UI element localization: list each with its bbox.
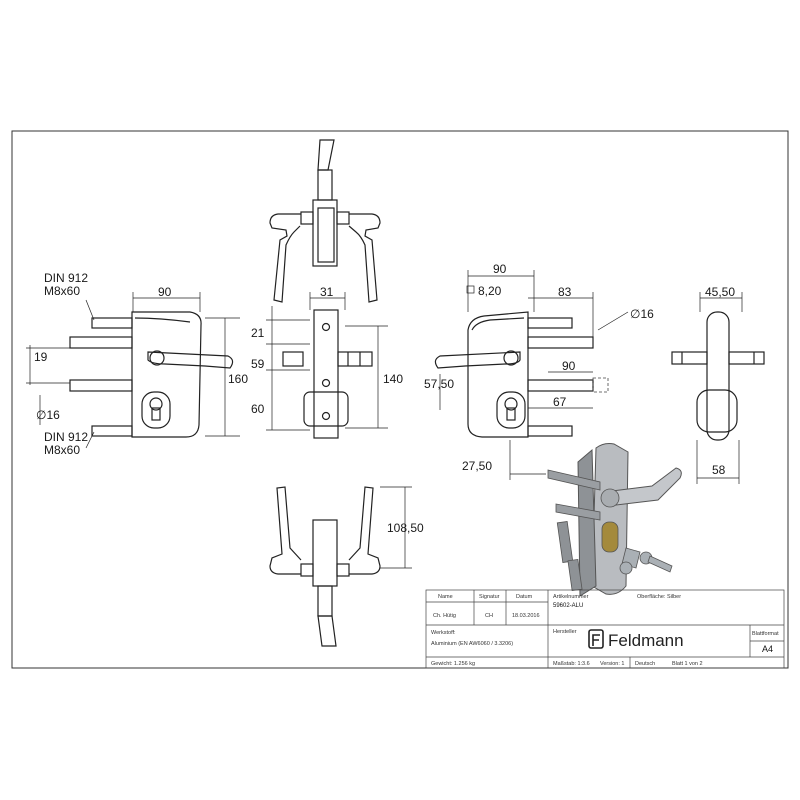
- side-dim-58: 58: [712, 463, 726, 477]
- tb-value-signatur: CH: [485, 613, 493, 619]
- tb-value-werkstoff: Aluminium (EN AW6060 / 3.3206): [431, 641, 513, 647]
- tb-gewicht: Gewicht: 1.256 kg: [431, 661, 475, 667]
- tb-blatt: Blatt 1 von 2: [672, 661, 703, 667]
- bottom-view: [269, 486, 381, 647]
- tb-header-blattformat: Blattformat: [752, 631, 779, 637]
- front-dim-21: 21: [251, 326, 265, 340]
- front-dim-140: 140: [383, 372, 403, 386]
- front-view-dimensions: [266, 292, 388, 431]
- right-dim-2750: 27,50: [462, 459, 492, 473]
- right-view-dimensions: [439, 270, 629, 480]
- tb-value-datum: 18.03.2016: [512, 613, 540, 619]
- left-dim-diameter: ∅16: [36, 408, 60, 422]
- right-dim-90b: 90: [562, 359, 576, 373]
- side-view-dimensions: [696, 292, 743, 484]
- right-dim-67: 67: [553, 395, 567, 409]
- tb-value-blattformat: A4: [762, 644, 773, 654]
- tb-header-artikel: Artikelnummer: [553, 594, 589, 600]
- front-dim-31: 31: [320, 285, 334, 299]
- left-callout-top-2: M8x60: [44, 284, 80, 298]
- front-dim-59: 59: [251, 357, 265, 371]
- left-dim-width: 90: [158, 285, 172, 299]
- side-view: [671, 311, 765, 441]
- product-render: [547, 443, 682, 597]
- bottom-view-dimensions: [380, 486, 412, 569]
- tb-header-name: Name: [438, 594, 453, 600]
- front-view: [282, 309, 373, 439]
- tb-header-hersteller: Hersteller: [553, 629, 577, 635]
- right-dim-5750: 57,50: [424, 377, 454, 391]
- tb-sprache: Deutsch: [635, 661, 655, 667]
- drawing-frame: [11, 130, 789, 669]
- left-dim-19: 19: [34, 350, 48, 364]
- left-callout-bottom-2: M8x60: [44, 443, 80, 457]
- right-dim-83: 83: [558, 285, 572, 299]
- brand-name: Feldmann: [608, 631, 684, 650]
- left-dim-height: 160: [228, 372, 248, 386]
- top-view: [269, 139, 381, 303]
- tb-header-signatur: Signatur: [479, 594, 500, 600]
- left-callout-top-1: DIN 912: [44, 271, 88, 285]
- front-dim-60: 60: [251, 402, 265, 416]
- left-view: [69, 311, 234, 438]
- title-block: [425, 589, 785, 669]
- right-view-hidden: [592, 377, 609, 393]
- tb-massstab: Maßstab: 1:3.6: [553, 661, 590, 667]
- left-callout-bottom-1: DIN 912: [44, 430, 88, 444]
- tb-value-name: Ch. Hütig: [433, 613, 456, 619]
- left-view-dimensions: [26, 292, 240, 449]
- tb-header-oberflaeche: Oberfläche: Silber: [637, 594, 681, 600]
- tb-header-werkstoff: Werkstoff:: [431, 630, 456, 636]
- right-dim-diameter: ∅16: [630, 307, 654, 321]
- side-dim-4550: 45,50: [705, 285, 735, 299]
- bottom-dim-108: 108,50: [387, 521, 424, 535]
- tb-header-datum: Datum: [516, 594, 533, 600]
- tb-version: Version: 1: [600, 661, 624, 667]
- right-dim-820: 8,20: [478, 284, 502, 298]
- feldmann-logo-icon: [588, 629, 604, 649]
- tb-value-artikel: 59602-ALU: [553, 603, 583, 609]
- right-dim-90: 90: [493, 262, 507, 276]
- right-view: [434, 311, 594, 438]
